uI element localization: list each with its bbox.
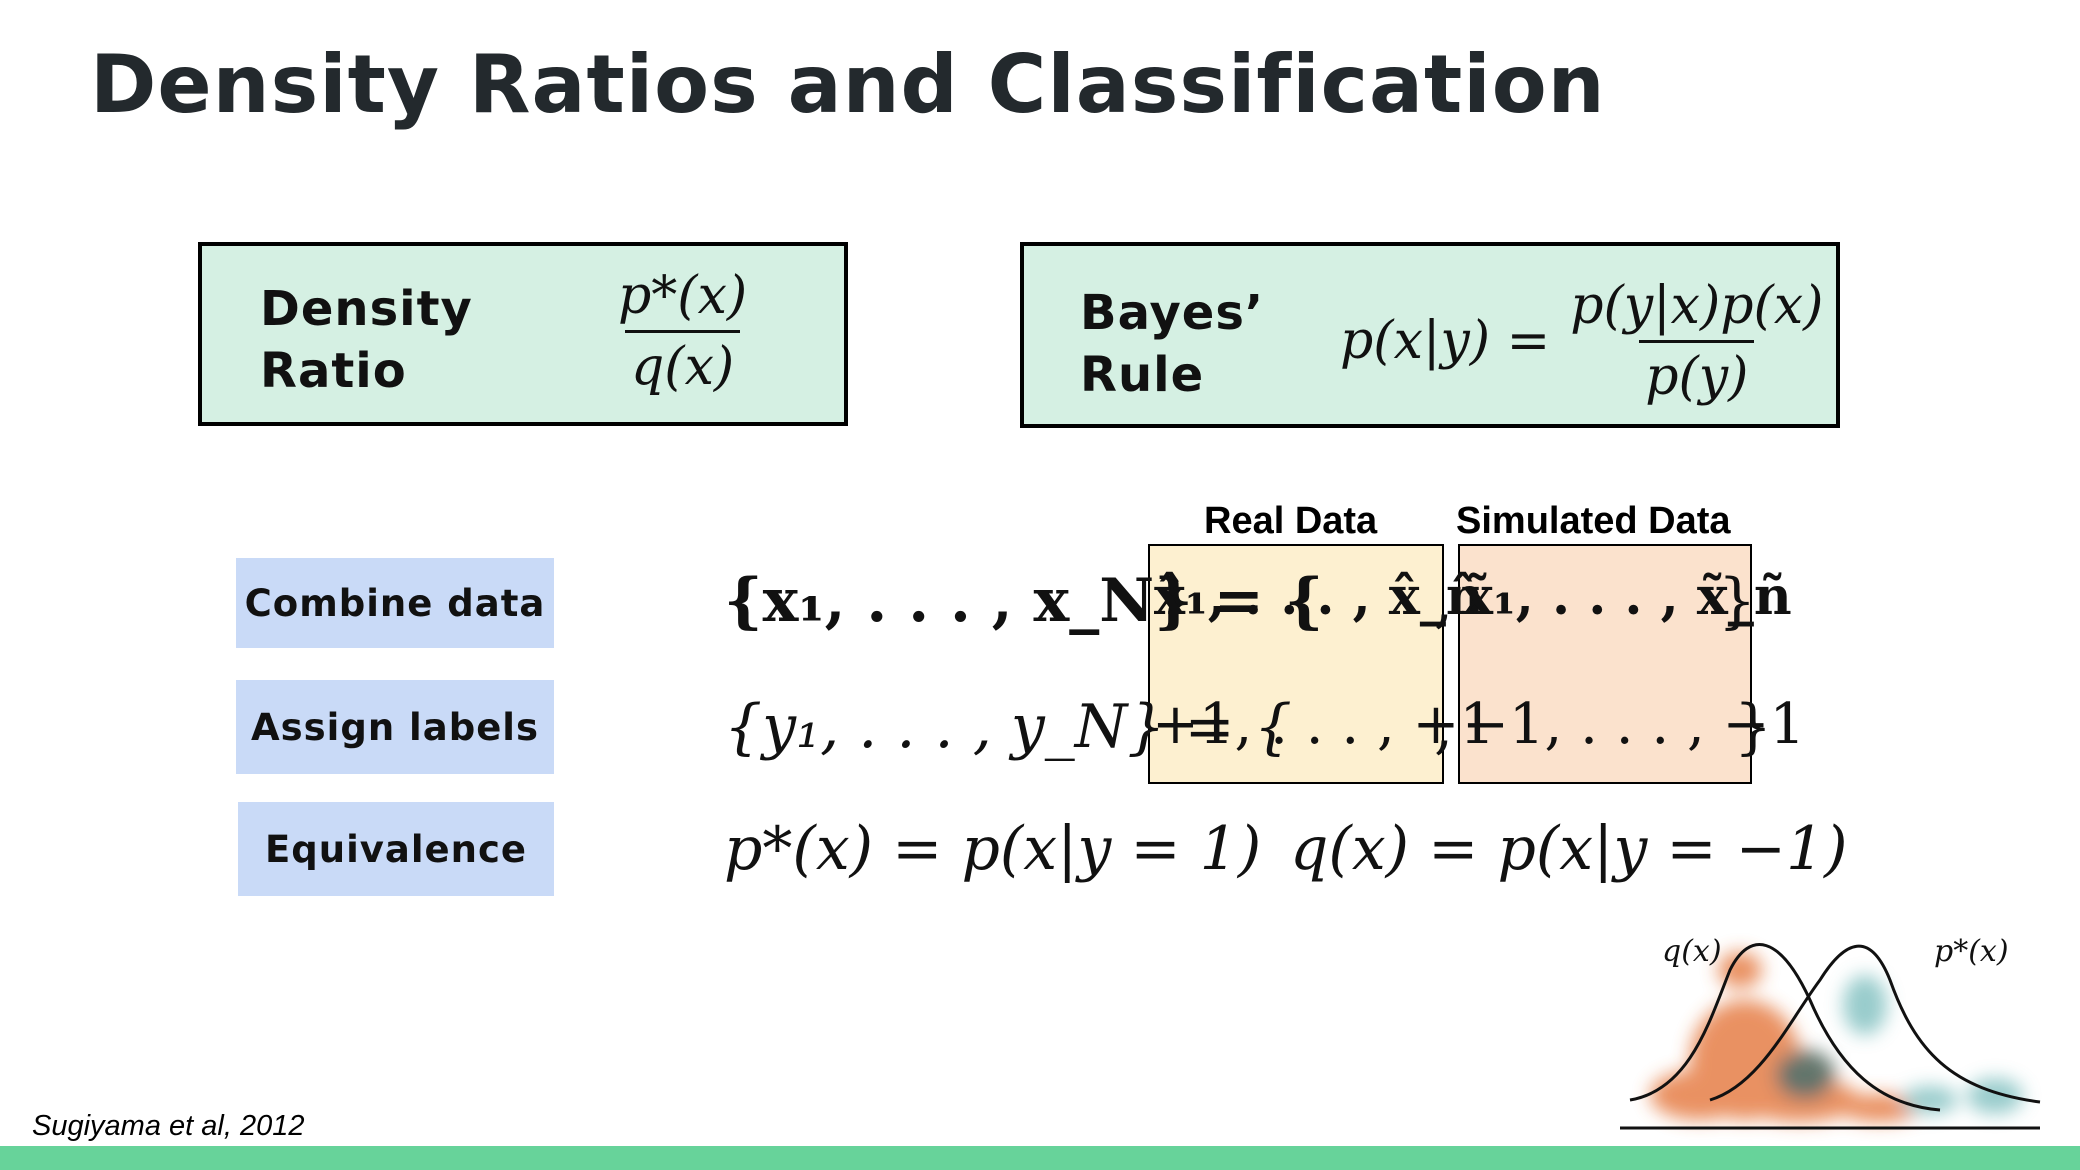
density-ratio-box: Density Ratio p*(x) q(x) bbox=[198, 242, 848, 426]
assign-labels-lhs: {y₁, . . . , y_N} = { bbox=[724, 692, 1293, 762]
p-blob bbox=[1843, 975, 1887, 1035]
simulated-data-label: Simulated Data bbox=[1456, 500, 1731, 542]
p-curve bbox=[1709, 944, 2041, 1104]
density-label-line2: Ratio bbox=[260, 343, 407, 399]
density-ratio-label: Density Ratio bbox=[260, 278, 473, 402]
q-blob bbox=[1740, 1078, 1860, 1122]
slide-title: Density Ratios and Classification bbox=[90, 38, 1606, 131]
bayes-lhs: p(x|y) = bbox=[1340, 311, 1551, 371]
real-data-label: Real Data bbox=[1204, 500, 1378, 542]
bayes-rule-label: Bayes’ Rule bbox=[1080, 282, 1264, 406]
density-ratio-formula: p*(x) q(x) bbox=[612, 266, 753, 397]
footer-bar bbox=[0, 1146, 2080, 1170]
q-curve-label: q(x) bbox=[1662, 934, 1722, 969]
combine-lhs: {x₁, . . . , x_N} = { bbox=[724, 566, 1324, 636]
density-label-line1: Density bbox=[260, 281, 473, 337]
combine-simulated-terms: x̃₁, . . . , x̃_ñ bbox=[1462, 566, 1792, 627]
equivalence-label: Equivalence bbox=[238, 802, 554, 896]
assign-simulated-labels: −1, . . . , −1 bbox=[1462, 692, 1806, 757]
density-numerator: p*(x) bbox=[618, 266, 748, 326]
citation: Sugiyama et al, 2012 bbox=[32, 1110, 305, 1142]
p-curve-label: p*(x) bbox=[1934, 934, 2009, 969]
assign-labels-label: Assign labels bbox=[236, 680, 554, 774]
density-denominator: q(x) bbox=[625, 330, 741, 397]
assign-separator: , bbox=[1434, 692, 1454, 762]
q-blob bbox=[1718, 952, 1762, 988]
density-illustration: q(x) p*(x) bbox=[1600, 910, 2060, 1146]
combine-separator: , bbox=[1434, 566, 1454, 636]
density-curves-svg bbox=[1620, 943, 2041, 1130]
combine-close-brace: } bbox=[1718, 566, 1757, 636]
bayes-rule-formula: p(x|y) = p(y|x)p(x) p(y) bbox=[1340, 266, 1829, 416]
bayes-denominator: p(y) bbox=[1639, 339, 1755, 407]
bayes-numerator: p(y|x)p(x) bbox=[1570, 275, 1824, 336]
q-blob bbox=[1650, 1070, 1750, 1120]
combine-data-label: Combine data bbox=[236, 558, 554, 648]
combine-real-terms: x̂₁, . . . , x̂_n̂ bbox=[1154, 566, 1484, 627]
bayes-rule-box: Bayes’ Rule p(x|y) = p(y|x)p(x) p(y) bbox=[1020, 242, 1840, 428]
q-curve bbox=[1629, 943, 1941, 1112]
combine-data-equation: {x₁, . . . , x_N} = { bbox=[724, 566, 1323, 636]
bayes-label-line2: Rule bbox=[1080, 347, 1205, 403]
equivalence-right-eq: q(x) = p(x|y = −1) bbox=[1290, 814, 1848, 884]
equivalence-left-eq: p*(x) = p(x|y = 1) bbox=[724, 814, 1262, 884]
bayes-label-line1: Bayes’ bbox=[1080, 285, 1265, 341]
real-data-highlight bbox=[1148, 544, 1444, 784]
overlap-blob bbox=[1775, 1050, 1835, 1100]
simulated-data-highlight bbox=[1458, 544, 1752, 784]
assign-real-labels: +1, . . . , +1 bbox=[1152, 692, 1496, 757]
assign-close-brace: } bbox=[1734, 692, 1773, 762]
